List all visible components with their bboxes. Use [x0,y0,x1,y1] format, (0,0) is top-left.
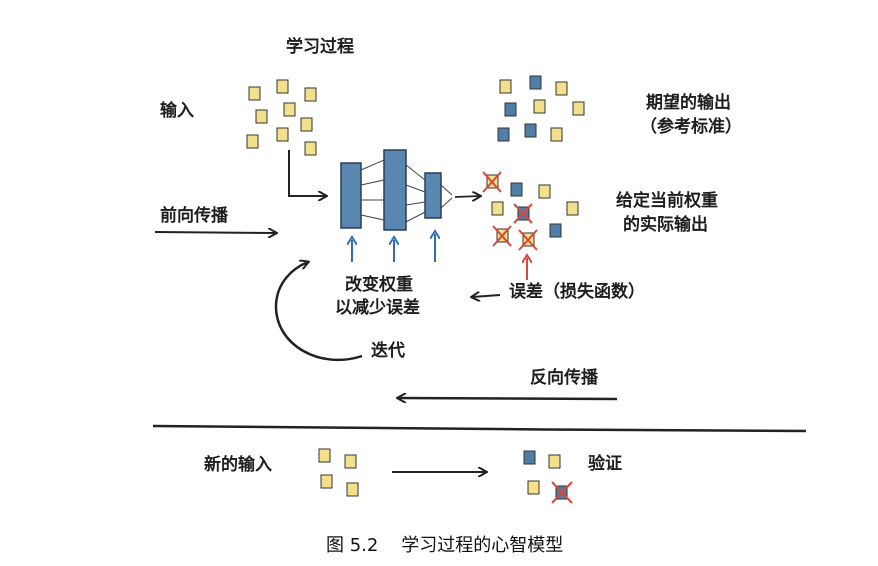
expected-note [555,81,568,96]
error-x-icon [513,203,533,224]
neural-network [340,149,480,231]
input-label: 输入 [160,100,194,121]
section-divider [152,424,807,433]
new-input-note [318,448,331,463]
input-note [246,134,259,149]
input-note [276,127,289,142]
network-layer [383,149,407,231]
expected-note [572,101,585,116]
weight-update-arrows [352,234,435,262]
expected-output-label-2: （参考标准） [640,116,742,137]
input-notes [246,79,317,156]
input-note [283,102,296,117]
adjust-weights-label-2: 以减少误差 [335,297,420,318]
expected-note [529,75,542,90]
error-marks [482,171,538,251]
actual-note [510,182,523,197]
expected-note [550,127,563,142]
iterate-label: 迭代 [371,340,405,361]
expected-output-notes [497,75,585,142]
input-note [248,86,261,101]
network-output-arrow [454,196,480,197]
expected-note [524,123,537,138]
input-note [304,87,317,102]
error-x-icon [492,225,512,247]
new-input-notes [318,448,359,497]
validation-note [527,480,540,495]
new-input-label: 新的输入 [204,454,272,475]
backpropagation-arrow [398,398,618,399]
validation-error-x-icon [551,481,573,504]
actual-note [566,201,579,216]
iteration-loop-arrow [274,262,363,362]
input-to-network-arrow [288,150,326,196]
validation-note [523,450,536,465]
validation-note [548,454,561,469]
expected-output-label-1: 期望的输出 [646,92,731,113]
new-input-note [344,454,357,469]
error-to-weights-arrow [472,295,501,297]
input-note [255,109,268,124]
forward-propagation-arrow [154,232,276,233]
error-loss-label: 误差（损失函数） [509,281,645,302]
network-layer [424,172,442,219]
validation-label: 验证 [588,453,622,474]
forward-propagation-label: 前向传播 [160,205,229,226]
expected-note [504,102,517,117]
figure-caption: 图 5.2 学习过程的心智模型 [326,535,563,556]
expected-note [499,79,512,94]
actual-note [538,184,551,199]
actual-note [491,201,504,216]
expected-note [533,99,546,114]
new-input-note [346,482,359,497]
network-connections [360,159,453,223]
actual-note [549,223,562,238]
input-note [276,79,289,94]
network-layer [340,162,362,229]
input-note [304,141,317,156]
input-note [300,117,313,132]
actual-output-label-1: 给定当前权重 [616,190,718,211]
new-input-note [320,474,333,489]
adjust-weights-label-1: 改变权重 [345,274,413,295]
error-x-icon [482,171,502,193]
diagram-title: 学习过程 [286,36,354,57]
backpropagation-label: 反向传播 [530,367,599,388]
expected-note [497,127,510,142]
error-x-icon [518,229,538,251]
actual-output-label-2: 的实际输出 [623,214,708,235]
